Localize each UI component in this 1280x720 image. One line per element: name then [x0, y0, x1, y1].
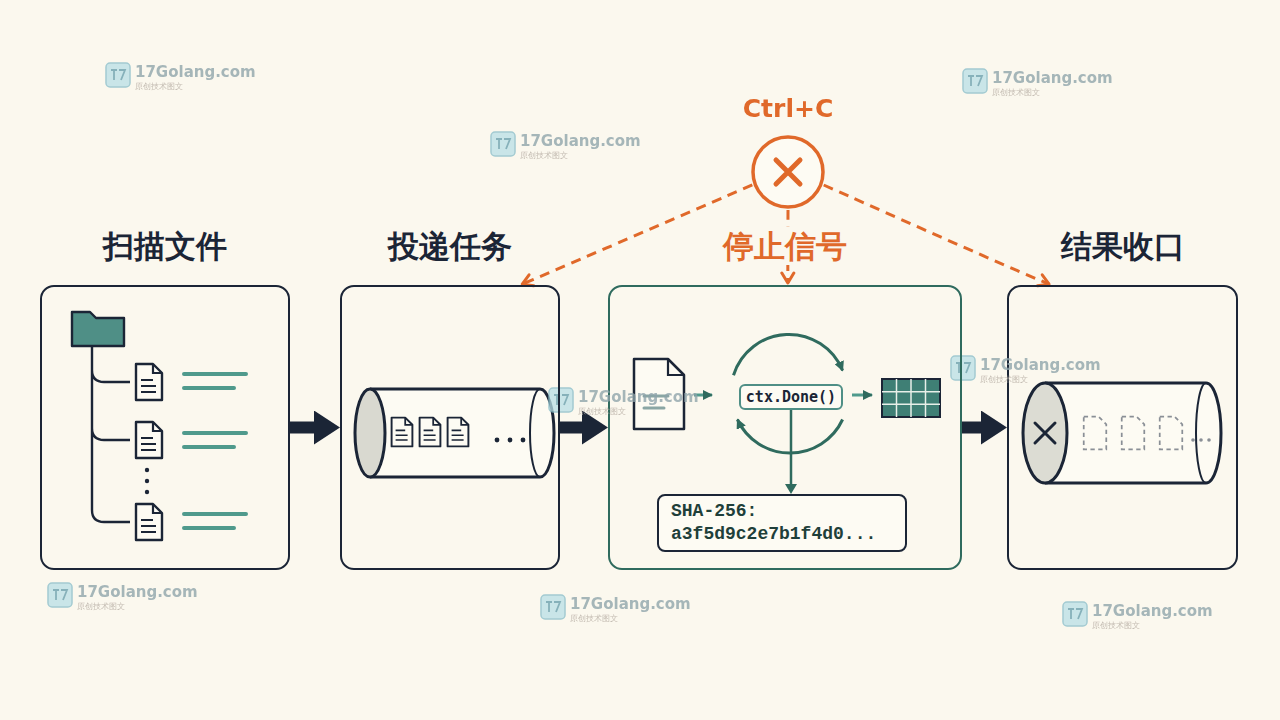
empty-slot: [1084, 417, 1107, 450]
result-table: [882, 379, 940, 417]
folder-tree: [72, 312, 246, 540]
empty-slot: [1122, 417, 1145, 450]
watermark-icon: [491, 132, 515, 156]
ellipsis-dot: [145, 479, 149, 483]
watermark-text: 17Golang.com: [570, 595, 691, 613]
ellipsis-dot: [145, 468, 149, 472]
task-icon: [448, 418, 469, 447]
empty-slot: [1160, 417, 1183, 450]
queue-end: [1023, 383, 1067, 483]
queue-body: [1045, 383, 1221, 483]
watermark-subtext: 原创技术图文: [1092, 620, 1140, 631]
stop-cross: [776, 160, 800, 184]
stage-box: 结果收口: [1007, 285, 1238, 570]
stage-heading: 投递任务: [380, 227, 520, 265]
watermark-text: 17Golang.com: [992, 69, 1113, 87]
hash-box: SHA-256: a3f5d9c2e7b1f4d0...: [657, 494, 907, 552]
ellipsis-dot: [1191, 438, 1195, 442]
watermark-icon: [541, 595, 565, 619]
check-box: ctx.Done(): [739, 384, 843, 410]
watermark-subtext: 原创技术图文: [135, 81, 183, 92]
watermark-icon: [951, 356, 975, 380]
flow-arrow: [290, 422, 314, 434]
watermark-text: 17Golang.com: [135, 63, 256, 81]
result-queue: [1023, 383, 1221, 483]
watermark-text: 17Golang.com: [980, 356, 1101, 374]
queue-body: [370, 389, 554, 477]
loop-arc: [734, 334, 843, 375]
queue-rim: [1196, 383, 1206, 483]
ellipsis-dot: [145, 490, 149, 494]
ellipsis-dot: [508, 438, 513, 443]
ellipsis-dot: [521, 438, 526, 443]
file-icon: [136, 504, 162, 540]
stage-box: 投递任务: [340, 285, 560, 570]
watermark-text: 17Golang.com: [77, 583, 198, 601]
watermark-icons: [48, 63, 1087, 626]
folder-icon: [72, 312, 124, 346]
ellipsis-dot: [1207, 438, 1211, 442]
stage-box: ctx.Done()SHA-256: a3f5d9c2e7b1f4d0...停止…: [608, 285, 962, 570]
watermark-icon: [48, 583, 72, 607]
watermark-text: 17Golang.com: [1092, 602, 1213, 620]
watermark-subtext: 原创技术图文: [570, 613, 618, 624]
watermark-icon: [106, 63, 130, 87]
tree-lines: [92, 346, 130, 522]
queue-rim: [530, 389, 540, 477]
closed-mark: [1035, 423, 1055, 443]
hash-text: SHA-256: a3f5d9c2e7b1f4d0...: [671, 500, 893, 546]
stage-heading: 结果收口: [1053, 227, 1193, 265]
watermark-text: 17Golang.com: [578, 388, 699, 406]
file-name-lines: [184, 374, 246, 528]
flow-arrow: [962, 422, 981, 434]
hash-arrow: [790, 410, 793, 484]
file-icon: [136, 364, 162, 400]
stage-heading: 扫描文件: [95, 227, 235, 265]
watermark-icon: [963, 69, 987, 93]
watermark-icon: [549, 388, 573, 412]
task-icon: [420, 418, 441, 447]
key-label: Ctrl+C: [743, 94, 834, 124]
file-icon: [136, 422, 162, 458]
watermark-text: 17Golang.com: [520, 132, 641, 150]
watermark-subtext: 原创技术图文: [520, 150, 568, 161]
watermark-icon: [1063, 602, 1087, 626]
watermark-subtext: 原创技术图文: [77, 601, 125, 612]
stop-signal-circle: Ctrl+C: [750, 134, 826, 210]
circle-outline: [750, 134, 826, 210]
flow-arrow: [560, 422, 582, 434]
stop-circle: [753, 137, 823, 207]
watermark-subtext: 原创技术图文: [578, 406, 626, 417]
task-queue: [355, 389, 554, 477]
ellipsis-dot: [495, 438, 500, 443]
watermark-subtext: 原创技术图文: [980, 374, 1028, 385]
task-icon: [392, 418, 413, 447]
code-label: ctx.Done(): [746, 388, 836, 406]
stage-heading: 停止信号: [715, 227, 855, 265]
table-grid: [882, 379, 940, 417]
ellipsis-dot: [1199, 438, 1203, 442]
stop-signal-arrow: [824, 185, 1049, 284]
file-fold: [668, 359, 684, 375]
watermark-subtext: 原创技术图文: [992, 87, 1040, 98]
output-arrow: [852, 394, 872, 397]
queue-end: [355, 389, 385, 477]
stage-box: 扫描文件: [40, 285, 290, 570]
